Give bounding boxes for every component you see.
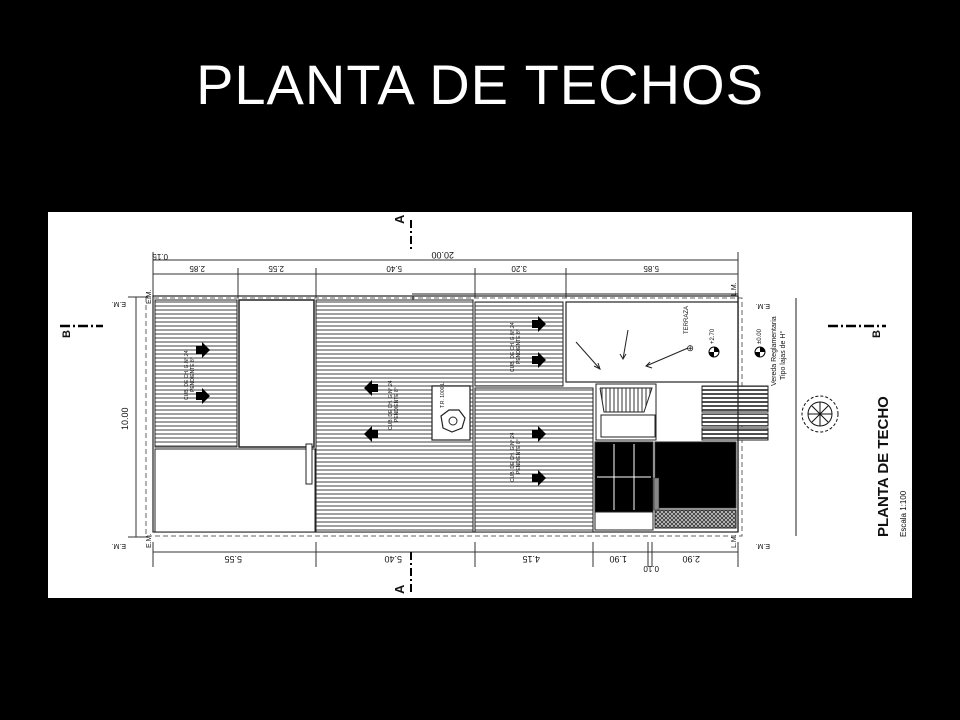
svg-text:A: A (392, 214, 407, 224)
svg-text:E.M.: E.M. (146, 534, 153, 548)
svg-text:E.M.: E.M. (112, 542, 126, 549)
roof-labels: CUB. DE CH. G.N°.24 PENDIENTE 8° CUB. DE… (184, 322, 522, 482)
dim-label: 1.90 (609, 554, 627, 564)
room-light-1 (594, 511, 654, 531)
svg-text:+2.70: +2.70 (710, 328, 716, 344)
terrace-symbol: ⊕ (685, 344, 695, 352)
rear-patio (154, 448, 316, 533)
svg-text:CUB. DE CH. G.N°.24: CUB. DE CH. G.N°.24 (388, 380, 394, 430)
grating-strip (654, 509, 737, 529)
svg-text:Vereda Reglamentaria: Vereda Reglamentaria (771, 316, 778, 386)
svg-text:Escala 1:100: Escala 1:100 (899, 490, 908, 537)
svg-text:B: B (61, 330, 73, 338)
terrace-label: TERRAZA (684, 306, 690, 334)
dim-label: 3.20 (511, 264, 527, 273)
dimension-lines-top (152, 252, 739, 312)
svg-text:E.M.: E.M. (756, 302, 770, 309)
section-marker-right: B (828, 324, 886, 338)
terrace (565, 301, 739, 383)
svg-text:10.00: 10.00 (120, 407, 130, 430)
dim-label: 20.00 (431, 250, 454, 260)
roof-section-3 (474, 301, 564, 387)
sidewalk-info: Vereda Reglamentaria Tipo lajas de H° ±0… (754, 316, 787, 386)
tree-icon (801, 395, 839, 433)
vent (305, 443, 313, 485)
dimension-side: 10.00 E.M. E.M. E.M. E.M. (112, 290, 153, 549)
level-marker-terrace: +2.70 (708, 328, 720, 358)
svg-text:L.M.: L.M. (731, 282, 738, 296)
dim-label: 0.10 (643, 564, 659, 573)
dim-label: 4.15 (522, 554, 540, 564)
dim-label: 5.40 (384, 554, 402, 564)
svg-text:B: B (871, 330, 883, 338)
dim-label: 2.55 (268, 264, 284, 273)
dim-label: 5.85 (643, 264, 659, 273)
dim-label: 5.55 (224, 554, 242, 564)
dim-label: 2.90 (682, 554, 700, 564)
svg-text:A: A (392, 584, 407, 594)
section-marker-bottom: A (392, 552, 412, 594)
dim-label: 5.40 (386, 264, 402, 273)
svg-text:PENDIENTE 8°: PENDIENTE 8° (190, 357, 196, 392)
dim-label: 2.85 (189, 264, 205, 273)
svg-text:E.M.: E.M. (756, 542, 770, 549)
entry-steps (701, 296, 769, 532)
drain-arrows (575, 329, 689, 370)
lm-labels: L.M. L.M. E.M. E.M. (731, 282, 770, 549)
svg-text:E.M.: E.M. (146, 290, 153, 304)
roof-section-4 (474, 387, 594, 533)
svg-text:CUB. DE CH. G.N°.24: CUB. DE CH. G.N°.24 (510, 432, 516, 482)
section-marker-left: B (60, 324, 103, 338)
roof-section-1 (154, 299, 238, 448)
dimension-lines-bottom (152, 542, 739, 567)
svg-text:PLANTA DE TECHO: PLANTA DE TECHO (875, 396, 892, 537)
svg-text:E.M.: E.M. (112, 300, 126, 307)
dimension-labels-top: 0.15 20.00 2.85 2.55 5.40 3.20 5.85 (152, 250, 659, 273)
svg-text:T.R. 1000 L: T.R. 1000 L (440, 382, 446, 408)
dim-label: 0.15 (152, 252, 168, 261)
roof-plan-drawing: 0.15 20.00 2.85 2.55 5.40 3.20 5.85 5.55… (48, 212, 912, 598)
water-tank: T.R. 1000 L (431, 382, 471, 441)
dimension-labels-bottom: 5.55 5.40 4.15 1.90 0.10 2.90 (224, 554, 700, 573)
plan-heading: PLANTA DE TECHO Escala 1:100 (875, 396, 908, 537)
stair (595, 383, 657, 441)
svg-text:CUB. DE CH. G.N°.24: CUB. DE CH. G.N°.24 (184, 350, 190, 400)
section-marker-top: A (392, 214, 412, 252)
slope-arrows (196, 316, 546, 486)
svg-text:PENDIENTE 8°: PENDIENTE 8° (516, 439, 522, 474)
svg-text:±0.00: ±0.00 (757, 328, 763, 344)
patio (238, 299, 315, 448)
svg-text:CUB. DE CH. G.N°.24: CUB. DE CH. G.N°.24 (510, 322, 516, 372)
svg-text:PENDIENTE 8°: PENDIENTE 8° (516, 329, 522, 364)
svg-text:L.M.: L.M. (731, 534, 738, 548)
svg-text:Tipo lajas de H°: Tipo lajas de H° (779, 331, 787, 380)
slide-title: PLANTA DE TECHOS (196, 53, 764, 116)
room-dark-2 (654, 441, 737, 509)
svg-text:PENDIENTE 8°: PENDIENTE 8° (394, 387, 400, 422)
